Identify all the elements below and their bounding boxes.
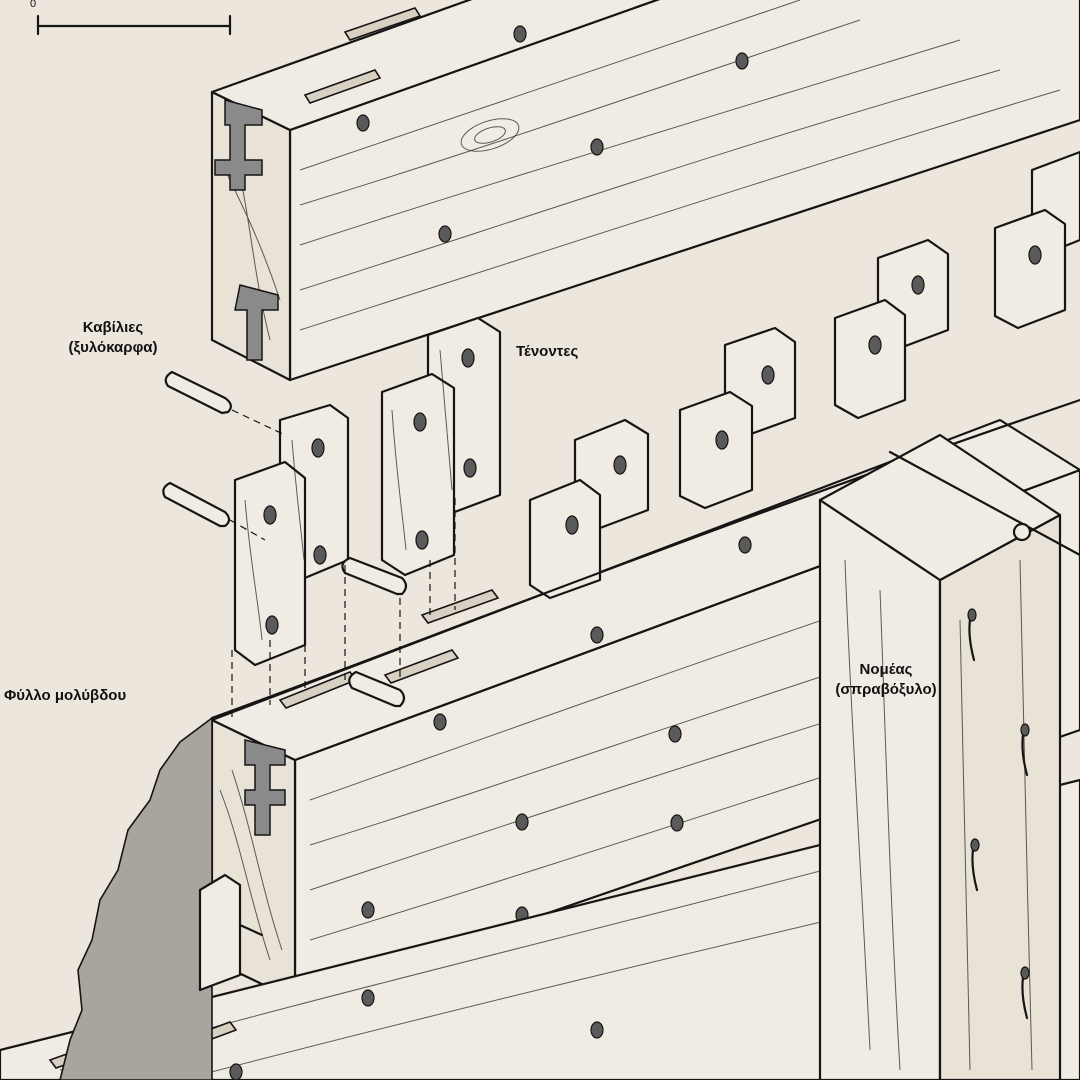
dowels — [162, 370, 408, 708]
tenon-group-left — [233, 403, 350, 667]
lead-sheet — [59, 716, 213, 1080]
lead-sheet-label: Φύλλο μολύβδου — [4, 687, 127, 704]
tenons-label: Τένοντες — [516, 343, 579, 360]
scale-bar-left-label: 0 — [30, 0, 37, 10]
dowels-label: Καβίλιες (ξυλόκαρφα) — [48, 318, 178, 358]
frame-label: Νομέας (σπραβόξυλο) — [818, 660, 954, 700]
frame-label-sub: (σπραβόξυλο) — [835, 681, 937, 698]
upper-plank — [210, 0, 1080, 382]
frame-timber — [818, 433, 1080, 1080]
assembly-guides — [229, 409, 456, 720]
lower-tenon — [198, 873, 264, 992]
dowels-label-sub: (ξυλόκαρφα) — [68, 339, 158, 356]
frame-label-main: Νομέας — [859, 661, 913, 678]
tenon-group-center — [380, 316, 502, 577]
seated-tenons — [528, 150, 1080, 600]
dowels-label-main: Καβίλιες — [82, 319, 144, 336]
scale-bar — [36, 14, 232, 36]
